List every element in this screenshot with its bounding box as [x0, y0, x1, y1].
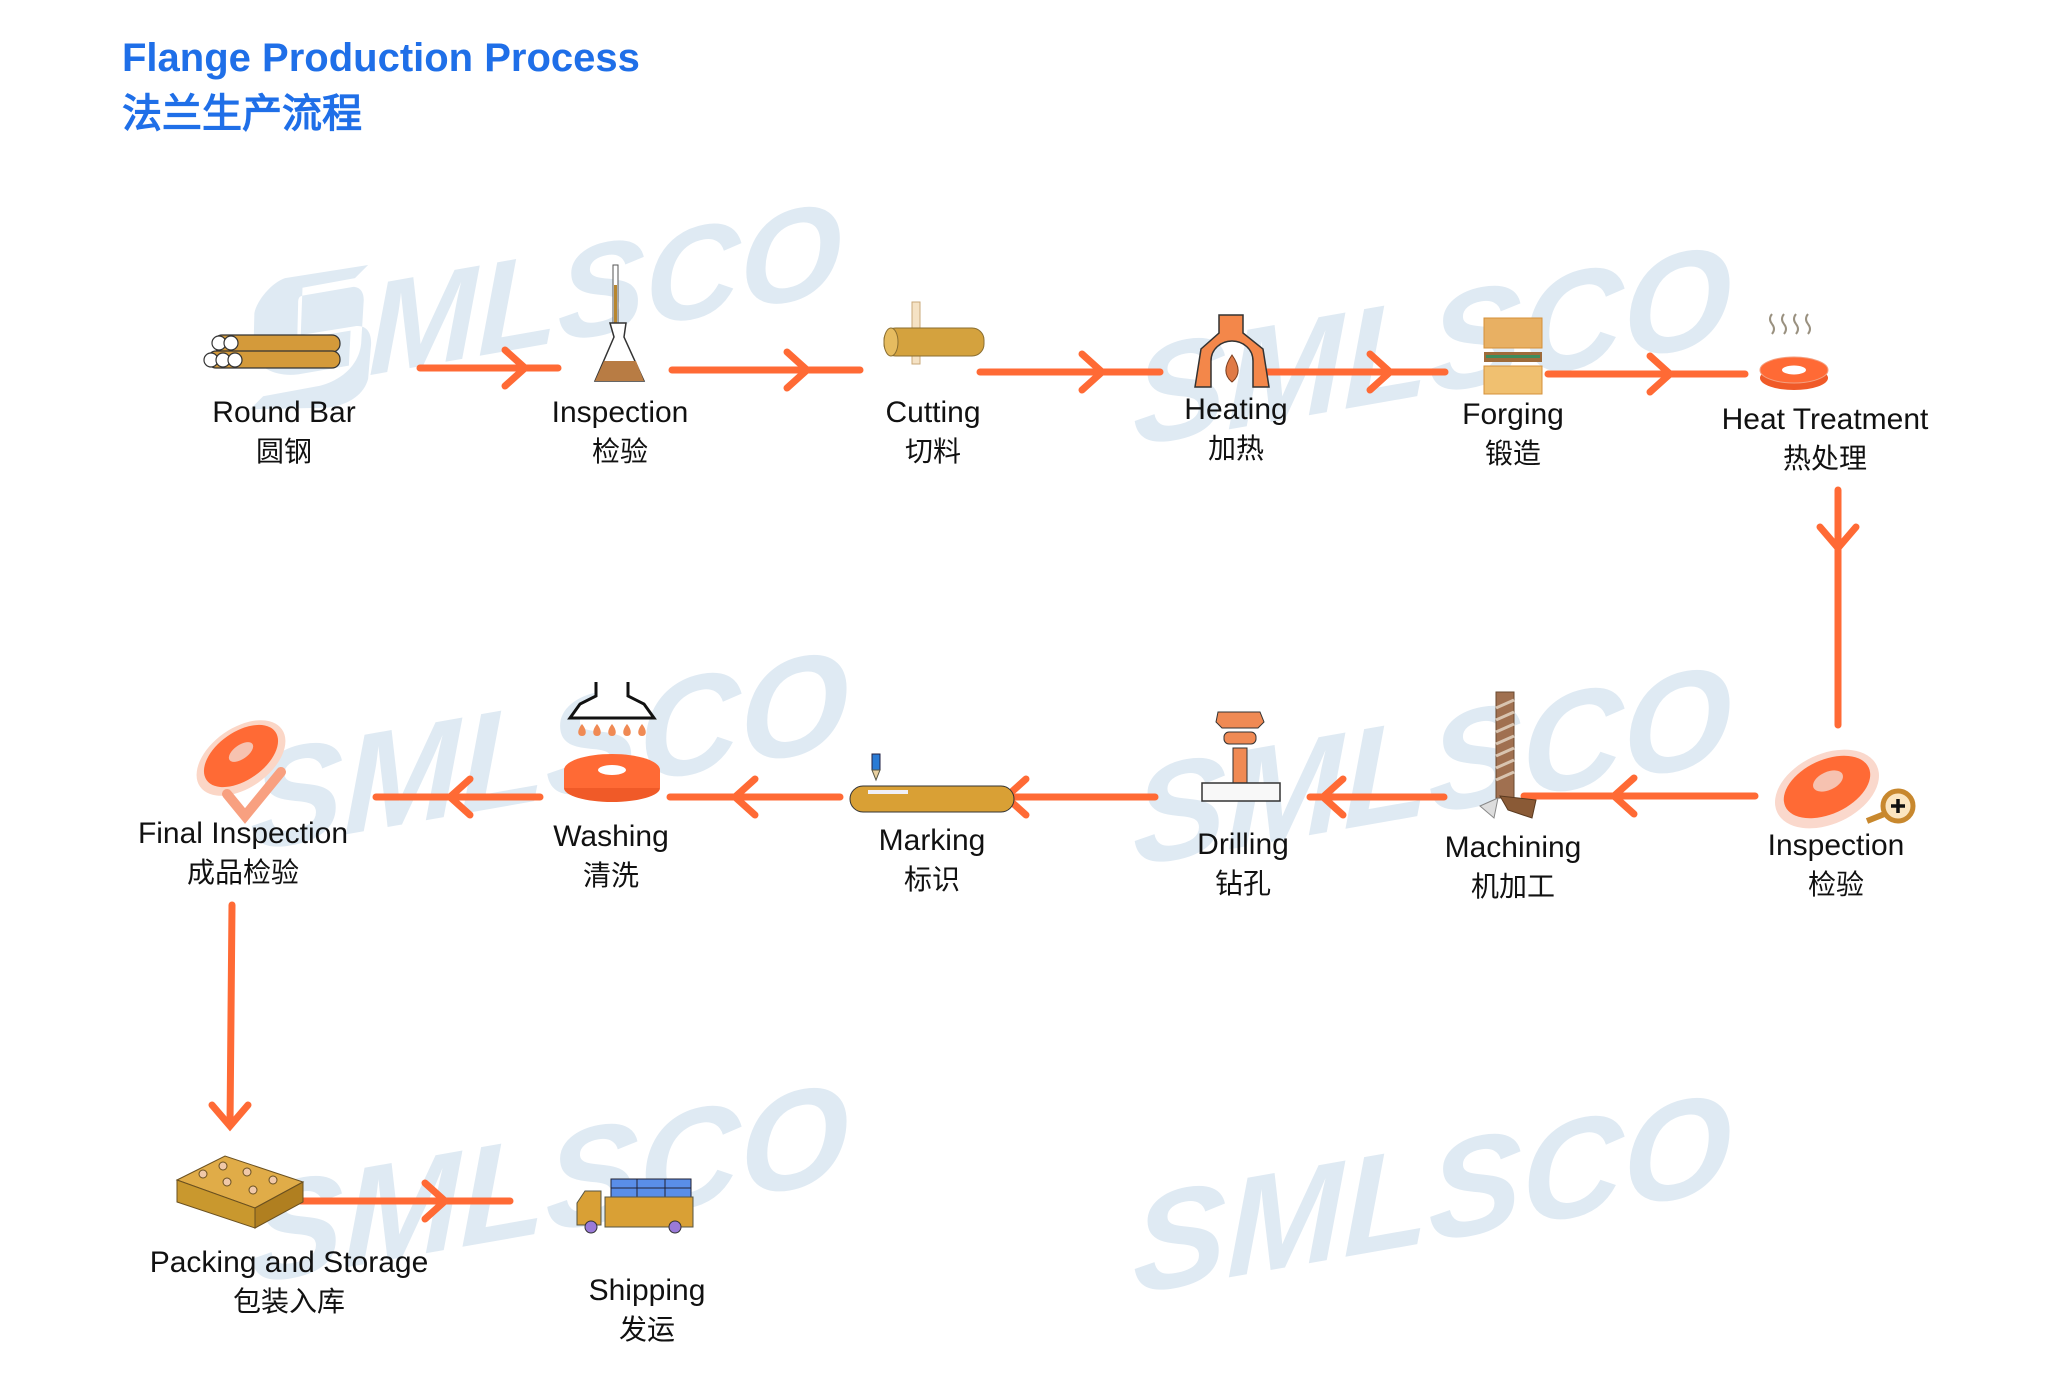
step-shipping: Shipping 发运	[487, 1272, 807, 1350]
step-label-zh: 锻造	[1484, 438, 1541, 469]
step-label-en: Packing and Storage	[149, 1246, 429, 1279]
step-label-en: Final Inspection	[137, 817, 349, 850]
step-label-zh: 标识	[903, 864, 960, 895]
page-title: Flange Production Process 法兰生产流程	[122, 30, 640, 142]
step-inspection-2: Inspection 检验	[1676, 827, 1996, 905]
step-label-zh: 检验	[591, 436, 648, 467]
title-english: Flange Production Process	[122, 36, 640, 80]
step-label-en: Inspection	[1767, 829, 1905, 862]
step-label-en: Forging	[1462, 398, 1564, 431]
step-cutting: Cutting 切料	[773, 394, 1093, 472]
step-label-zh: 检验	[1807, 869, 1864, 900]
step-inspection-1: Inspection 检验	[460, 394, 780, 472]
machining-tool-icon	[1479, 691, 1537, 819]
step-label-en: Washing	[553, 820, 669, 853]
step-label-en: Heat Treatment	[1721, 403, 1929, 436]
step-heating: Heating 加热	[1076, 391, 1396, 469]
step-final-inspection: Final Inspection 成品检验	[83, 815, 403, 893]
step-label-en: Heating	[1184, 393, 1288, 426]
step-label-en: Machining	[1444, 831, 1582, 864]
step-label-zh: 清洗	[582, 860, 639, 891]
step-marking: Marking 标识	[772, 822, 1092, 900]
flange-magnifier-icon	[1775, 749, 1916, 829]
step-label-zh: 包装入库	[232, 1286, 345, 1317]
step-washing: Washing 清洗	[451, 818, 771, 896]
step-packing-storage: Packing and Storage 包装入库	[129, 1244, 449, 1322]
step-heat-treatment: Heat Treatment 热处理	[1665, 401, 1985, 479]
step-label-en: Inspection	[551, 396, 689, 429]
boxes-icon	[175, 1155, 305, 1229]
step-label-zh: 加热	[1207, 433, 1264, 464]
step-label-en: Shipping	[588, 1274, 706, 1307]
step-drilling: Drilling 钻孔	[1083, 826, 1403, 904]
flange-check-icon	[196, 720, 286, 824]
step-round-bar: Round Bar 圆钢	[124, 394, 444, 472]
step-label-zh: 切料	[904, 436, 961, 467]
step-forging: Forging 锻造	[1353, 396, 1673, 474]
step-label-en: Cutting	[885, 396, 981, 429]
step-label-en: Round Bar	[212, 396, 356, 429]
step-label-zh: 热处理	[1782, 443, 1867, 474]
step-label-zh: 圆钢	[255, 436, 312, 467]
step-machining: Machining 机加工	[1353, 829, 1673, 907]
step-label-en: Marking	[878, 824, 986, 857]
title-chinese: 法兰生产流程	[122, 92, 362, 136]
step-label-zh: 钻孔	[1214, 868, 1271, 899]
marking-pen-icon	[849, 753, 1015, 813]
step-label-zh: 发运	[618, 1314, 675, 1345]
truck-icon	[576, 1178, 694, 1234]
furnace-icon	[1194, 314, 1270, 388]
round-bar-icon	[203, 334, 341, 369]
step-label-zh: 成品检验	[186, 857, 299, 888]
step-label-zh: 机加工	[1470, 871, 1555, 902]
drill-icon	[1201, 711, 1281, 802]
cutting-icon	[883, 301, 985, 365]
heat-treatment-icon	[1759, 313, 1829, 390]
flask-icon	[593, 264, 646, 382]
forging-icon	[1483, 317, 1543, 395]
shower-icon	[564, 682, 660, 802]
step-label-en: Drilling	[1197, 828, 1289, 861]
